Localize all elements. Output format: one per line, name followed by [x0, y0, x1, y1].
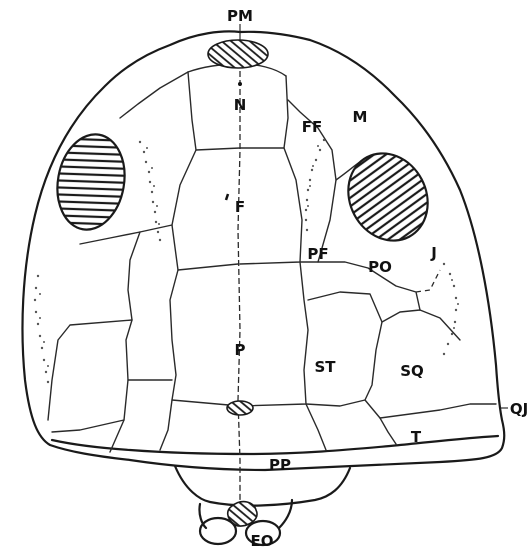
- label-pp: PP: [269, 456, 291, 474]
- stipple-left-lateral: [34, 275, 49, 383]
- postorbital-dashed: [416, 270, 440, 292]
- left-jugal-suture: [128, 232, 140, 320]
- label-n: N: [234, 96, 247, 114]
- label-m: M: [353, 108, 368, 126]
- label-po: PO: [368, 258, 392, 276]
- posterior-margin: [52, 436, 498, 454]
- label-p: P: [235, 341, 246, 359]
- left-circumorbital-suture: [120, 72, 188, 118]
- occipital-foramen: [228, 502, 257, 526]
- right-orbit: [333, 139, 442, 254]
- label-ff: FF: [302, 118, 323, 136]
- label-j: J: [430, 244, 437, 262]
- parietal-foramen: [227, 401, 253, 415]
- left-plate-suture-1: [48, 320, 132, 420]
- nasal-dot: [238, 82, 242, 86]
- left-plate-suture-4: [52, 420, 124, 432]
- midline-suture: [238, 62, 240, 508]
- left-orbit: [50, 129, 132, 235]
- postparietal-suture: [160, 400, 172, 450]
- frontal-suture-left: [172, 150, 238, 270]
- stipple-right-lateral: [443, 263, 459, 355]
- squamosal-suture: [382, 310, 460, 340]
- occipital-plate-edge: [175, 466, 350, 506]
- label-pm: PM: [227, 7, 253, 25]
- stipple-right-orbit: [305, 139, 325, 231]
- label-sq: SQ: [400, 362, 424, 380]
- supratemporal-suture: [306, 292, 382, 406]
- tabular-suture: [365, 400, 496, 418]
- pineal-foramen: [208, 40, 268, 68]
- left-plate-suture-2: [110, 320, 132, 452]
- label-t: T: [411, 428, 422, 446]
- condyle-stalk-left: [199, 504, 206, 528]
- label-qj: QJ: [510, 400, 528, 418]
- label-eo: EO: [251, 532, 274, 550]
- label-st: ST: [314, 358, 336, 376]
- tabular-bottom: [380, 418, 396, 444]
- label-pf: PF: [307, 245, 328, 263]
- frontal-mark: [226, 194, 228, 200]
- frontal-suture-right: [240, 148, 302, 264]
- label-f: F: [235, 198, 245, 216]
- postparietal-suture-right: [306, 404, 326, 450]
- stipple-left-orbit: [139, 141, 161, 241]
